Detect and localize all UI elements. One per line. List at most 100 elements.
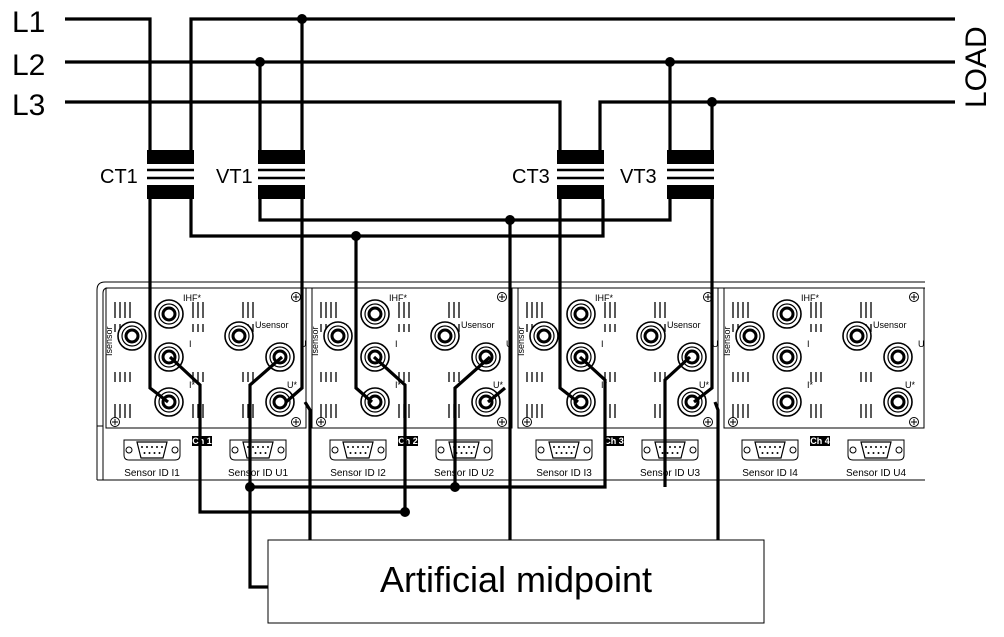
sensor-id-i-port[interactable] [123, 439, 181, 461]
usensor-connector[interactable] [224, 321, 254, 351]
artificial-midpoint-label: Artificial midpoint [380, 559, 652, 600]
i-label: I [601, 339, 604, 349]
sensor-id-i-port[interactable] [329, 439, 387, 461]
ct1-label: CT1 [100, 166, 138, 188]
isensor-connector[interactable] [529, 321, 559, 351]
u-label: U [712, 339, 719, 349]
ihf-connector[interactable] [566, 299, 596, 329]
u-connector[interactable] [883, 342, 913, 372]
ustar-label: U* [699, 380, 709, 390]
channel-badge [604, 436, 624, 446]
ch2-u-wire [453, 355, 492, 487]
ustar-connector[interactable] [471, 387, 501, 417]
vt3-ustar-wire [693, 199, 714, 404]
istar-label: I* [189, 380, 196, 390]
line-l3-out [598, 100, 955, 151]
channel-badge-label: Ch 3 [604, 436, 624, 446]
screw-icon [703, 417, 713, 427]
isensor-label: Isensor [722, 326, 732, 356]
istar-label: I* [395, 380, 402, 390]
ct3-core-bottom [557, 185, 604, 199]
line-label-l1: L1 [12, 6, 45, 39]
sensor-id-u-port[interactable] [641, 439, 699, 461]
ct1-core-top [147, 150, 194, 164]
channel-badge [192, 436, 212, 446]
istar-connector[interactable] [566, 387, 596, 417]
isensor-label: Isensor [310, 326, 320, 356]
usensor-connector[interactable] [636, 321, 666, 351]
ch1-i-return [168, 355, 405, 514]
screw-icon [497, 417, 507, 427]
istar-connector[interactable] [154, 387, 184, 417]
sensor-id-u-port[interactable] [847, 439, 905, 461]
i-label: I [189, 339, 192, 349]
istar-connector[interactable] [360, 387, 390, 417]
isensor-connector[interactable] [735, 321, 765, 351]
vt1-label: VT1 [216, 166, 253, 188]
ch3-u-return [663, 355, 692, 487]
line-l1-out [189, 17, 955, 151]
line-label-l3: L3 [12, 89, 45, 122]
usensor-label: Usensor [461, 320, 495, 330]
vt3-core-top [667, 150, 714, 164]
ch3-midpoint-drop [713, 401, 720, 540]
usensor-label: Usensor [255, 320, 289, 330]
sensor-id-i-port[interactable] [741, 439, 799, 461]
u-connector[interactable] [471, 342, 501, 372]
ct1-ct3-return [189, 199, 605, 238]
ihf-connector[interactable] [154, 299, 184, 329]
isensor-connector[interactable] [323, 321, 353, 351]
sensor-id-u-port[interactable] [229, 439, 287, 461]
ch2-ustar-link [486, 386, 507, 404]
usensor-connector[interactable] [842, 321, 872, 351]
ustar-label: U* [493, 380, 503, 390]
screw-icon [728, 417, 738, 427]
u-connector[interactable] [677, 342, 707, 372]
ct3-core-top [557, 150, 604, 164]
transformer-cores [147, 150, 714, 199]
ct3-label: CT3 [512, 166, 550, 188]
ct3-s1-wire [558, 199, 579, 404]
vt3-core-bottom [667, 185, 714, 199]
i-label: I [395, 339, 398, 349]
i-label: I [807, 339, 810, 349]
channel-badge-label: Ch 2 [398, 436, 418, 446]
u-label: U [918, 339, 925, 349]
ustar-connector[interactable] [677, 387, 707, 417]
screw-icon [497, 292, 507, 302]
sensor-id-i-port[interactable] [535, 439, 593, 461]
screw-icon [291, 417, 301, 427]
istar-connector[interactable] [772, 387, 802, 417]
sensor-id-label: Sensor ID I1 [124, 468, 180, 479]
usensor-connector[interactable] [430, 321, 460, 351]
channel-badge [398, 436, 418, 446]
screw-icon [291, 292, 301, 302]
sensor-id-u-port[interactable] [435, 439, 493, 461]
screw-icon [316, 417, 326, 427]
ihf-label: IHF* [801, 293, 819, 303]
channel-badge [810, 436, 830, 446]
isensor-label: Isensor [516, 326, 526, 356]
sensor-id-label: Sensor ID I3 [536, 468, 592, 479]
line-l3-in [65, 100, 562, 151]
ustar-connector[interactable] [265, 387, 295, 417]
sensor-id-label: Sensor ID U3 [640, 468, 700, 479]
usensor-label: Usensor [873, 320, 907, 330]
ihf-label: IHF* [595, 293, 613, 303]
sensor-id-label: Sensor ID U2 [434, 468, 494, 479]
ihf-connector[interactable] [360, 299, 390, 329]
ihf-connector[interactable] [772, 299, 802, 329]
load-label: LOAD [960, 26, 993, 108]
vt1-core-top [258, 150, 305, 164]
isensor-label: Isensor [104, 326, 114, 356]
ustar-connector[interactable] [883, 387, 913, 417]
ch2-istar-wire [354, 236, 374, 404]
junctions [245, 14, 717, 517]
istar-label: I* [807, 380, 814, 390]
i-connector[interactable] [772, 342, 802, 372]
power-lines [65, 17, 955, 151]
isensor-connector[interactable] [117, 321, 147, 351]
